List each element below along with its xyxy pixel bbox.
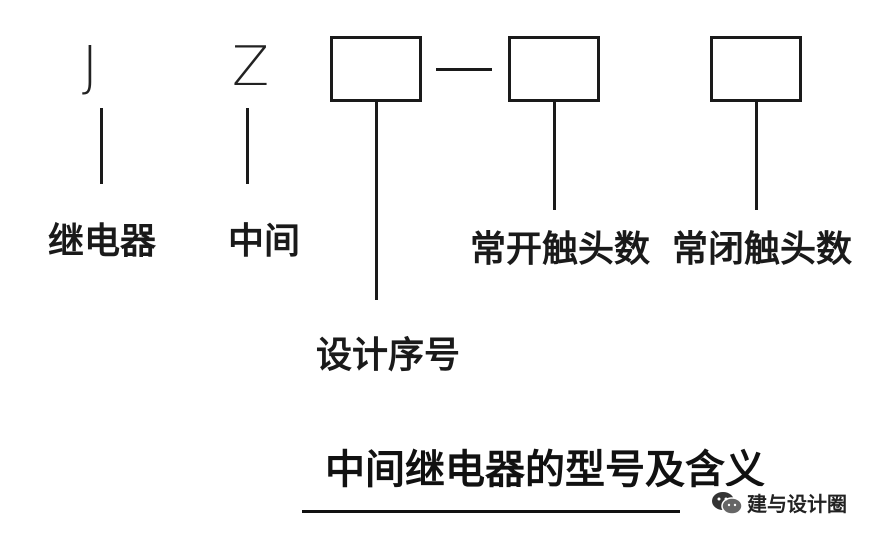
label-intermediate: 中间 (228, 221, 301, 262)
label-no-contacts: 常开触头数 (470, 229, 651, 270)
watermark-text: 建与设计圈 (747, 492, 847, 516)
label-relay: 继电器 (48, 221, 157, 262)
design-serial-connector (375, 102, 378, 300)
nc-contacts-box (710, 36, 802, 102)
label-nc-contacts: 常闭触头数 (672, 229, 853, 270)
watermark: 建与设计圈 (705, 486, 853, 519)
caption-underline (302, 510, 680, 513)
relay-connector (100, 108, 103, 184)
label-design-serial: 设计序号 (316, 335, 461, 376)
design-serial-box (330, 36, 422, 102)
letter-j: J (82, 35, 98, 98)
diagram-caption: 中间继电器的型号及含义 (325, 447, 765, 493)
wechat-icon (711, 490, 743, 516)
no-contacts-box (508, 36, 600, 102)
letter-z: Z (232, 35, 269, 98)
intermediate-connector (246, 108, 249, 184)
dash-line (436, 68, 492, 71)
no-contacts-connector (553, 102, 556, 210)
nc-contacts-connector (755, 102, 758, 210)
